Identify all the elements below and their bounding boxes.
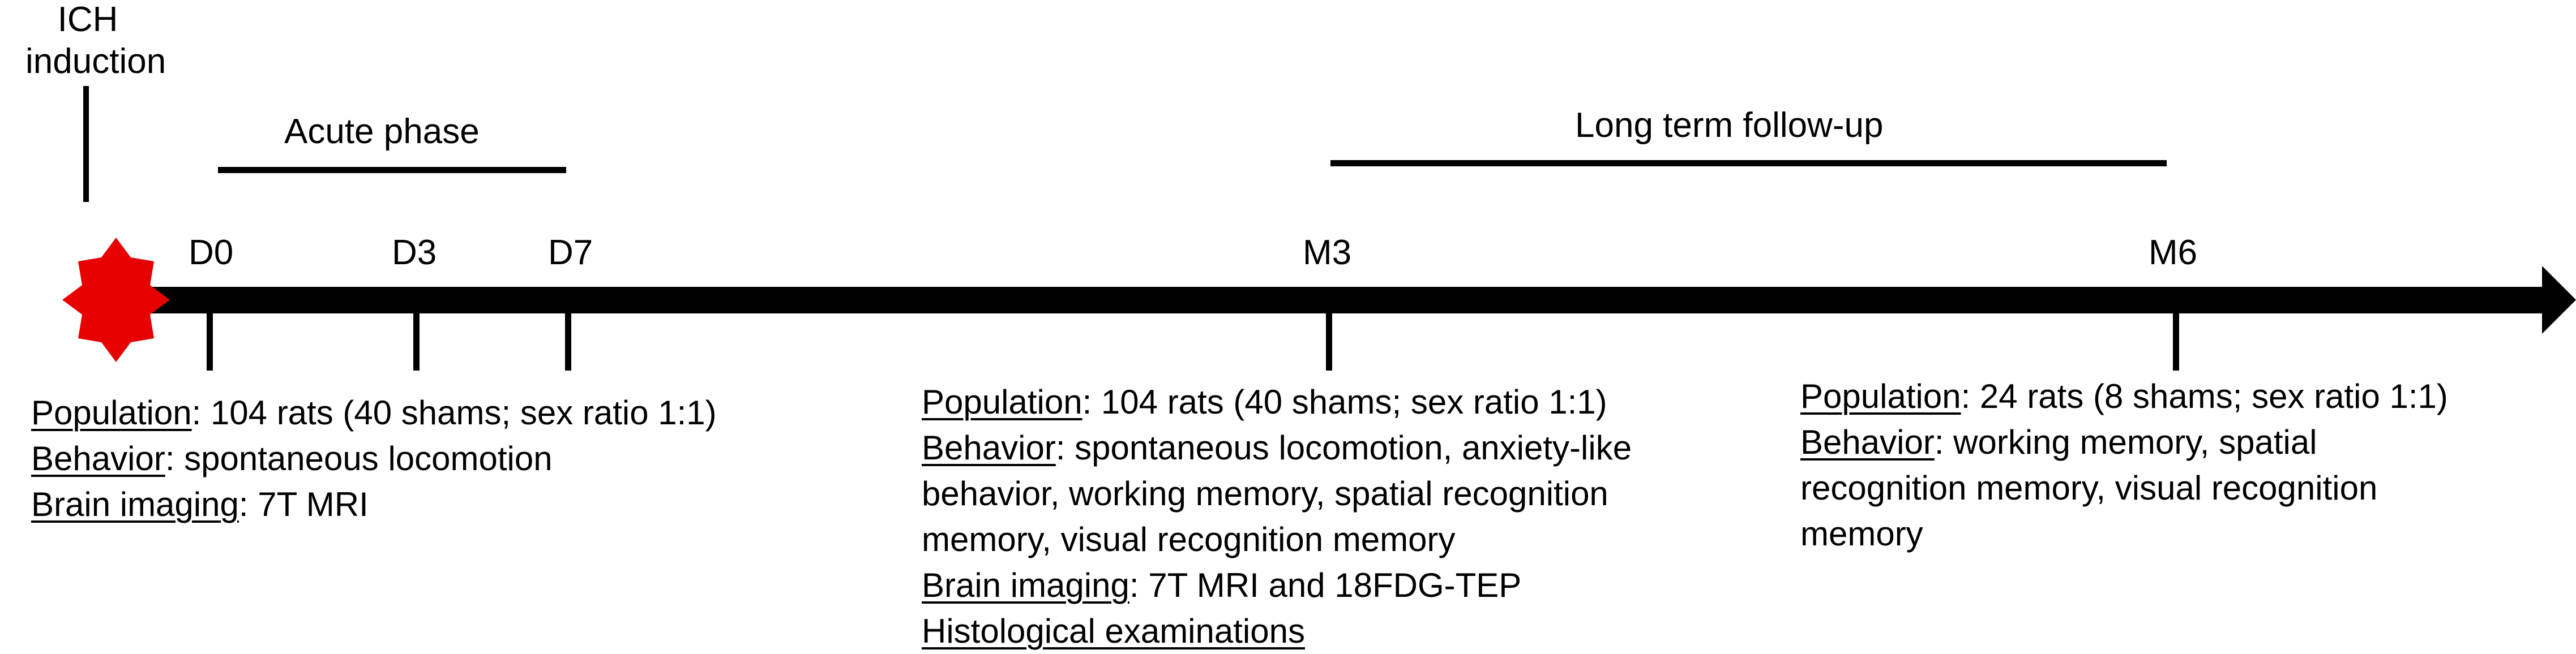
acute-behavior-line: Behavior: spontaneous locomotion (31, 436, 717, 481)
acute-phase-label: Acute phase (284, 112, 480, 151)
m3-description: Population: 104 rats (40 shams; sex rati… (922, 379, 1632, 654)
acute-phase-bar (218, 167, 566, 173)
m3-behavior-value-1: : spontaneous locomotion, anxiety-like (1055, 429, 1632, 467)
tick-label-m3: M3 (1303, 233, 1352, 272)
ich-induction-label: ICH induction (25, 0, 166, 83)
timeline-axis (130, 287, 2548, 313)
tick-m6 (2173, 308, 2179, 371)
m3-behavior-value-3: memory, visual recognition memory (922, 520, 1456, 558)
m6-population-line: Population: 24 rats (8 shams; sex ratio … (1800, 373, 2448, 419)
acute-imaging-label: Brain imaging (31, 485, 239, 523)
timeline-arrowhead (2542, 266, 2576, 334)
tick-d0 (207, 308, 213, 371)
acute-description: Population: 104 rats (40 shams; sex rati… (31, 390, 717, 527)
ich-star-marker (62, 238, 170, 362)
m3-imaging-line: Brain imaging: 7T MRI and 18FDG-TEP (922, 562, 1632, 608)
acute-population-value: : 104 rats (40 shams; sex ratio 1:1) (191, 394, 717, 432)
m3-behavior-value-2: behavior, working memory, spatial recogn… (922, 475, 1608, 513)
acute-behavior-label: Behavior (31, 440, 165, 477)
m6-behavior-value-3: memory (1800, 515, 1923, 553)
tick-label-d7: D7 (548, 233, 593, 272)
tick-label-d0: D0 (189, 233, 234, 272)
m3-behavior-label: Behavior (922, 429, 1056, 467)
long-term-bar (1330, 160, 2167, 166)
m6-behavior-label: Behavior (1800, 423, 1935, 461)
m3-histology-label: Histological examinations (922, 612, 1305, 650)
acute-population-line: Population: 104 rats (40 shams; sex rati… (31, 390, 717, 436)
m3-imaging-label: Brain imaging (922, 566, 1129, 604)
tick-label-m6: M6 (2149, 233, 2198, 272)
m3-population-line: Population: 104 rats (40 shams; sex rati… (922, 379, 1632, 425)
m3-imaging-value: : 7T MRI and 18FDG-TEP (1129, 566, 1522, 604)
acute-behavior-value: : spontaneous locomotion (165, 440, 553, 477)
ich-label-line1: ICH (57, 0, 118, 39)
tick-d3 (413, 308, 420, 371)
m3-histology-line: Histological examinations (922, 608, 1632, 654)
ich-label-line2: induction (25, 42, 166, 81)
m6-population-label: Population (1800, 377, 1961, 415)
m6-description: Population: 24 rats (8 shams; sex ratio … (1800, 373, 2448, 557)
m6-behavior-value-2: recognition memory, visual recognition (1800, 469, 2378, 507)
m6-population-value: : 24 rats (8 shams; sex ratio 1:1) (1961, 377, 2448, 415)
m3-behavior-line: Behavior: spontaneous locomotion, anxiet… (922, 425, 1632, 471)
acute-imaging-line: Brain imaging: 7T MRI (31, 481, 717, 527)
tick-m3 (1326, 308, 1332, 371)
m6-behavior-value-1: : working memory, spatial (1934, 423, 2317, 461)
acute-population-label: Population (31, 394, 192, 432)
m6-behavior-line: Behavior: working memory, spatial (1800, 419, 2448, 465)
acute-imaging-value: : 7T MRI (238, 485, 369, 523)
tick-label-d3: D3 (392, 233, 437, 272)
ich-stem (83, 86, 89, 202)
m3-population-label: Population (922, 383, 1082, 421)
m3-population-value: : 104 rats (40 shams; sex ratio 1:1) (1082, 383, 1607, 421)
tick-d7 (565, 308, 571, 371)
long-term-label: Long term follow-up (1575, 106, 1884, 145)
